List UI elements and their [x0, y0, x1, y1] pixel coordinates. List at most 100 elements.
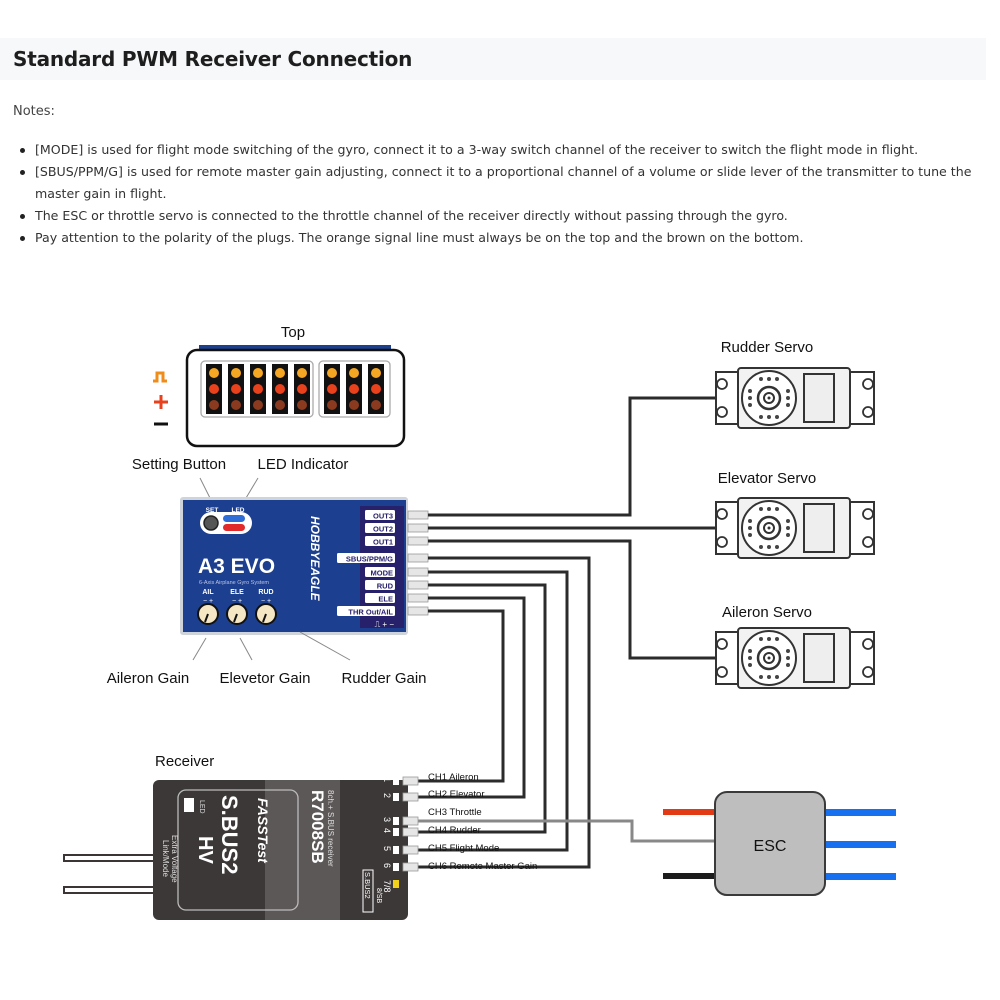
notes-label: Notes: [13, 104, 55, 119]
servo-label: Elevator Servo [718, 470, 816, 487]
svg-text:− +: − + [261, 598, 271, 605]
pin-column [294, 364, 310, 414]
servo-label: Rudder Servo [721, 339, 814, 356]
svg-text:7/8: 7/8 [382, 880, 392, 893]
esc-negative-wire [663, 873, 715, 879]
elevator-gain-callout: Elevetor Gain [220, 670, 311, 687]
pin-plug [402, 776, 419, 786]
port-plug [407, 536, 429, 546]
channel-label: CH5 Flight Mode [428, 843, 499, 854]
gyro-polarity-marks: ⎍ + − [375, 620, 395, 629]
receiver-model: R7008SB [308, 790, 327, 864]
gyro-port-label: ELE [378, 595, 393, 604]
gyro-port: ELE [365, 593, 429, 604]
notes-list: [MODE] is used for flight mode switching… [18, 139, 998, 249]
note-item: The ESC or throttle servo is connected t… [18, 205, 998, 227]
antenna [63, 854, 160, 862]
antenna [63, 886, 160, 894]
receiver-pin: 6 [382, 862, 419, 872]
gain-knob-rud[interactable]: RUD − + [255, 589, 277, 625]
pin-column [346, 364, 362, 414]
rudder-gain-callout: Rudder Gain [341, 670, 426, 687]
channel-label: CH4 Rudder [428, 825, 481, 836]
top-view-label: Top [281, 324, 305, 341]
note-item: [SBUS/PPM/G] is used for remote master g… [18, 161, 998, 205]
signal-icon [153, 371, 167, 383]
gyro-port: OUT1 [365, 536, 429, 547]
gyro-port-label: RUD [377, 582, 394, 591]
wire-mode [418, 570, 569, 852]
wire-ail [418, 609, 505, 783]
pin-column [368, 364, 384, 414]
gyro-subtitle: 6-Axis Airplane Gyro System [199, 580, 269, 586]
led-red [223, 524, 245, 531]
receiver-pin: 3 [382, 816, 419, 826]
receiver-pin: 5 [382, 845, 419, 855]
pin-plug [402, 827, 419, 837]
receiver-hv-logo: HV [194, 836, 216, 864]
polarity-legend [153, 371, 168, 426]
pin-column [250, 364, 266, 414]
pin-column [228, 364, 244, 414]
set-button[interactable] [203, 515, 219, 531]
gyro-port: MODE [365, 567, 429, 578]
port-plug [407, 523, 429, 533]
led-blue [223, 515, 245, 522]
gyro-model: A3 EVO [198, 555, 275, 578]
svg-text:5: 5 [382, 846, 392, 851]
aileron-gain-callout: Aileron Gain [107, 670, 190, 687]
esc-label: ESC [754, 838, 787, 855]
channel-label: CH6 Remote Master Gain [428, 861, 537, 872]
channel-label: CH2 Elevator [428, 789, 485, 800]
port-plug [407, 567, 429, 577]
svg-text:1: 1 [382, 777, 392, 782]
receiver-sbus-logo: S.BUS2 [217, 795, 242, 874]
gyro-port: RUD [365, 580, 429, 591]
wire-throttle-esc [418, 819, 716, 843]
wire-out1 [428, 539, 716, 660]
knob-label: ELE [230, 589, 244, 596]
svg-text:Link/Mode: Link/Mode [161, 840, 170, 877]
pin-column [206, 364, 222, 414]
gyro-port-label: OUT2 [373, 525, 393, 534]
note-item: Pay attention to the polarity of the plu… [18, 227, 998, 249]
channel-label: CH1 Aileron [428, 772, 479, 783]
wire-out3 [428, 396, 716, 517]
gyro-port-label: SBUS/PPM/G [346, 555, 393, 564]
receiver-led [184, 798, 194, 812]
top-view-connector [185, 345, 406, 448]
svg-text:8/SB: 8/SB [375, 888, 382, 904]
receiver-subtitle: 8ch.+ S.BUS receiver [326, 790, 335, 867]
gyro-port: THR Out/AIL [337, 606, 429, 617]
wires [418, 396, 716, 869]
gain-knob-ail[interactable]: AIL− + [197, 589, 219, 625]
svg-text:LED: LED [198, 800, 205, 814]
svg-text:− +: − + [232, 598, 242, 605]
pin-plug [402, 792, 419, 802]
gyro-port-label: OUT3 [373, 512, 393, 521]
svg-text:S.BUS2: S.BUS2 [363, 872, 372, 899]
motor-wire [824, 809, 896, 816]
knob-label: RUD [258, 589, 273, 596]
svg-text:2: 2 [382, 793, 392, 798]
servo-aileron-servo: Aileron Servo [715, 604, 875, 689]
receiver-brand: FASSTest [255, 798, 271, 864]
led-indicator-callout: LED Indicator [258, 456, 349, 473]
led-label: LED [232, 507, 245, 514]
gyro-port-label: MODE [371, 569, 394, 578]
note-item: [MODE] is used for flight mode switching… [18, 139, 998, 161]
gyro-port-label: THR Out/AIL [348, 608, 393, 617]
motor-wire [824, 841, 896, 848]
wire-sbus [418, 556, 591, 869]
svg-text:6: 6 [382, 863, 392, 868]
receiver-unit: LED S.BUS2 HV Extra Voltage Link/Mode FA… [63, 776, 419, 920]
wire-rud [418, 583, 547, 834]
svg-text:3: 3 [382, 817, 392, 822]
receiver-pin: 4 [382, 827, 419, 837]
setting-button-callout: Setting Button [132, 456, 226, 473]
port-plug [407, 510, 429, 520]
plus-icon [154, 395, 168, 409]
pin-column [272, 364, 288, 414]
wire-ele [418, 596, 526, 799]
gain-knob-ele[interactable]: ELE − + [226, 589, 248, 625]
